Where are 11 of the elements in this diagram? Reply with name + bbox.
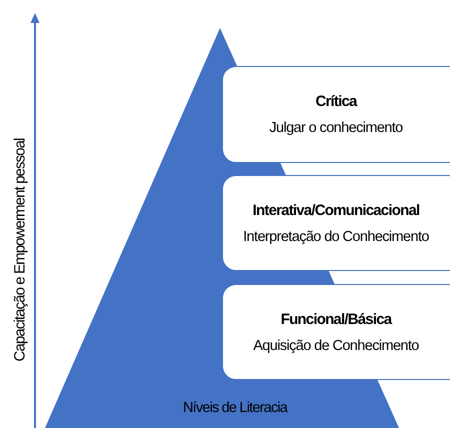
level-card bbox=[222, 284, 450, 380]
level-description: Interpretação do Conhecimento bbox=[243, 228, 429, 244]
level-card bbox=[222, 175, 450, 271]
level-description: Aquisição de Conhecimento bbox=[253, 338, 419, 354]
level-description: Julgar o conhecimento bbox=[269, 120, 403, 136]
level-card bbox=[222, 66, 450, 163]
axis-label: Capacitação e Empowerment pessoal bbox=[12, 138, 28, 362]
pyramid-label: Níveis de Literacia bbox=[182, 400, 288, 416]
level-title: Interativa/Comunicacional bbox=[252, 202, 420, 218]
level-title: Funcional/Básica bbox=[280, 310, 392, 328]
level-title: Crítica bbox=[315, 93, 357, 110]
